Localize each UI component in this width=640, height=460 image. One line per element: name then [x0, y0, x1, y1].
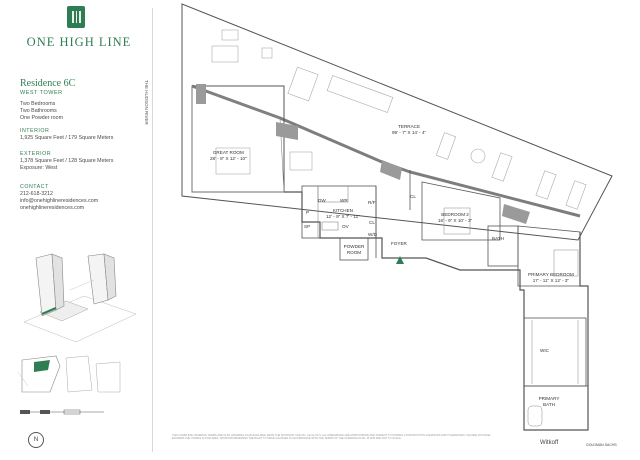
speed-oven-label: SP — [304, 224, 311, 229]
river-label: THE HUDSON RIVER — [144, 80, 149, 125]
great-room-label: GREAT ROOM 28' - 8" X 12' - 10" — [210, 150, 247, 161]
key-plan-image — [17, 355, 121, 393]
scale-bar — [20, 409, 104, 415]
kitchen-dims: 12' - 9" X 7' - 11" — [326, 213, 360, 219]
exterior-exposure: Exposure: West — [20, 165, 58, 171]
kitchen-name: KITCHEN — [332, 208, 353, 213]
closet-label-1: CL — [410, 194, 416, 199]
summary-bathrooms: Two Bathrooms — [20, 108, 57, 114]
legal-disclaimer: THIS COMPLETE OFFERING TERMS ARE IN AN O… — [172, 434, 491, 441]
sidebar-divider — [152, 8, 153, 452]
residence-title: Residence 6C — [20, 78, 76, 89]
kitchen-label: KITCHEN 12' - 9" X 7' - 11" — [326, 208, 360, 219]
building-axonometric-image — [23, 253, 137, 343]
bedroom2-name: BEDROOM 2 — [441, 212, 469, 217]
primary-bath-label: PRIMARY BATH — [538, 396, 560, 407]
exterior-section: EXTERIOR 1,378 Square Feet / 128 Square … — [20, 151, 113, 172]
wine-refrigerator-label: WR — [340, 198, 348, 203]
floor-plan: GREAT ROOM 28' - 8" X 12' - 10" TERRACE … — [160, 0, 640, 460]
summary-powder: One Powder room — [20, 115, 63, 121]
primary-bedroom-dims: 17' - 11" X 12' - 3" — [532, 277, 570, 283]
great-room-dims: 28' - 8" X 12' - 10" — [210, 155, 247, 161]
partner-goldman: GOLDMAN SACHS — [586, 443, 617, 447]
contact-phone[interactable]: 212-618-3212 — [20, 191, 53, 197]
terrace-name: TERRACE — [398, 124, 421, 129]
terrace-dims: 99' - 7" X 14' - 4" — [392, 129, 427, 135]
bedroom2-label: BEDROOM 2 16' - 9" X 10' - 3" — [438, 212, 472, 223]
interior-heading: INTERIOR — [20, 128, 50, 134]
contact-email[interactable]: info@onehighlineresidences.com — [20, 198, 99, 204]
north-compass-icon: N — [28, 432, 44, 448]
pantry-label: P — [306, 210, 310, 215]
summary-bedrooms: Two Bedrooms — [20, 101, 56, 107]
sidebar: ONE HIGH LINE Residence 6C WEST TOWER Tw… — [0, 0, 152, 460]
bedroom2-dims: 16' - 9" X 10' - 3" — [438, 217, 473, 223]
powder-room-label: POWDER ROOM — [343, 244, 365, 255]
contact-website[interactable]: onehighlineresidences.com — [20, 205, 85, 211]
interior-section: INTERIOR 1,925 Square Feet / 179 Square … — [20, 128, 113, 142]
primary-bedroom-label: PRIMARY BEDROOM 17' - 11" X 12' - 3" — [528, 272, 574, 283]
oven-label: OV — [342, 224, 349, 229]
closet-label-2: CL — [369, 220, 375, 225]
contact-heading: CONTACT — [20, 184, 49, 190]
partner-witkoff: Witkoff — [540, 440, 559, 446]
primary-bedroom-name: PRIMARY BEDROOM — [528, 272, 574, 277]
foyer-label: FOYER — [391, 241, 407, 246]
residence-summary: Two Bedrooms Two Bathrooms One Powder ro… — [20, 101, 63, 122]
exterior-size: 1,378 Square Feet / 128 Square Meters — [20, 158, 114, 164]
terrace-label: TERRACE 99' - 7" X 14' - 4" — [392, 124, 426, 135]
wic-label: WIC — [540, 348, 549, 353]
contact-section: CONTACT 212-618-3212 info@onehighlineres… — [20, 184, 98, 212]
interior-size: 1,925 Square Feet / 179 Square Meters — [20, 135, 114, 141]
great-room-name: GREAT ROOM — [212, 150, 244, 155]
brand-logo-icon — [67, 6, 85, 28]
dishwasher-label: DW — [318, 198, 326, 203]
refrigerator-freezer-label: R/F — [368, 200, 376, 205]
brand-name: ONE HIGH LINE — [26, 35, 132, 49]
floor-plan-drawing — [181, 3, 613, 431]
bath-label: BATH — [492, 236, 504, 241]
washer-dryer-label: W/D — [368, 232, 377, 237]
exterior-heading: EXTERIOR — [20, 151, 52, 157]
residence-tower: WEST TOWER — [20, 90, 63, 96]
